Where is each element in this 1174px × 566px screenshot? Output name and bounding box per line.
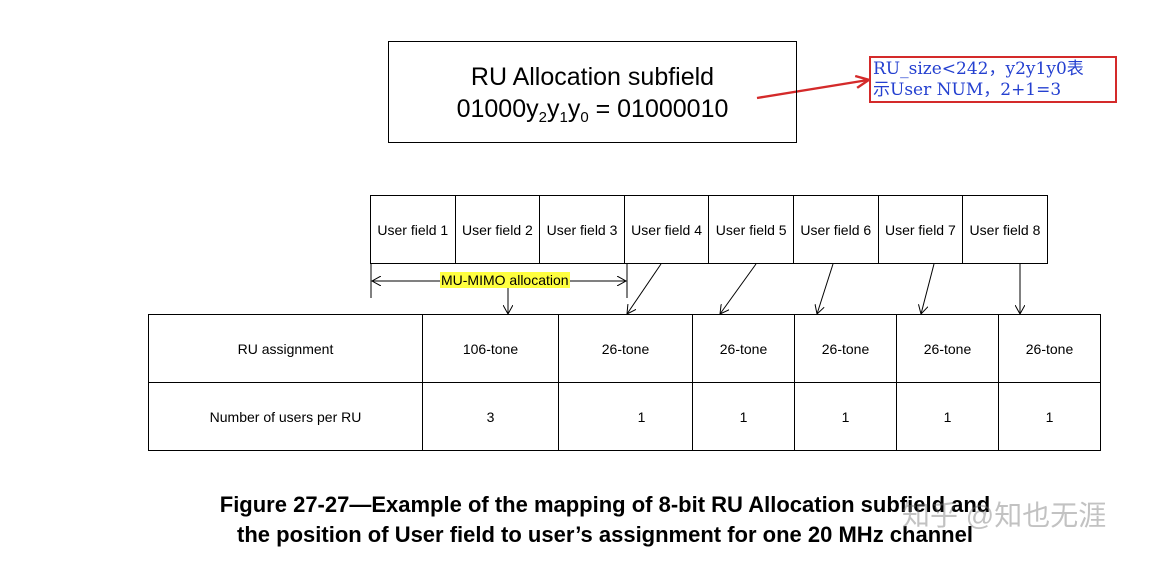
ru-assignment-header: RU assignment bbox=[148, 314, 423, 383]
user-field-1: User field 1 bbox=[370, 195, 456, 264]
caption-line-1: Figure 27-27—Example of the mapping of 8… bbox=[219, 492, 991, 517]
user-field-5: User field 5 bbox=[708, 195, 794, 264]
users-count-cell: 1 bbox=[794, 382, 897, 451]
ru-assignment-table: RU assignment 106-tone 26-tone 26-tone 2… bbox=[148, 314, 1101, 451]
users-count-cell: 1 bbox=[558, 382, 693, 451]
annotation-line-1: RU_size<242，y2y1y0表 bbox=[873, 59, 1084, 79]
map-arrow-user-field-5 bbox=[720, 263, 757, 314]
users-per-ru-row: Number of users per RU 3 1 1 1 1 1 bbox=[148, 382, 1101, 451]
annotation-note: RU_size<242，y2y1y0表 示User NUM，2+1=3 bbox=[869, 56, 1117, 103]
user-field-7: User field 7 bbox=[877, 195, 964, 264]
user-field-8: User field 8 bbox=[962, 195, 1048, 264]
map-arrow-user-field-4 bbox=[627, 263, 662, 314]
figure-caption: Figure 27-27—Example of the mapping of 8… bbox=[0, 490, 1174, 550]
ru-size-cell: 26-tone bbox=[998, 314, 1101, 383]
map-arrow-user-field-7 bbox=[921, 263, 935, 314]
ru-size-cell: 106-tone bbox=[422, 314, 559, 383]
ru-allocation-box: RU Allocation subfield 01000y2y1y0 = 010… bbox=[388, 41, 797, 143]
watermark: 知乎 @知也无涯 bbox=[902, 500, 1107, 531]
ru-size-cell: 26-tone bbox=[896, 314, 999, 383]
users-count-cell: 1 bbox=[692, 382, 795, 451]
caption-line-2: the position of User field to user’s ass… bbox=[237, 522, 973, 547]
user-field-4: User field 4 bbox=[623, 195, 710, 264]
ru-allocation-title: RU Allocation subfield bbox=[470, 63, 715, 91]
user-field-3: User field 3 bbox=[539, 195, 625, 264]
mu-mimo-allocation-label: MU-MIMO allocation bbox=[440, 272, 570, 288]
ru-allocation-formula: 01000y2y1y0 = 01000010 bbox=[456, 95, 729, 126]
ru-assignment-row: RU assignment 106-tone 26-tone 26-tone 2… bbox=[148, 314, 1101, 383]
user-field-row: User field 1 User field 2 User field 3 U… bbox=[370, 195, 1048, 264]
users-count-cell: 3 bbox=[422, 382, 559, 451]
annotation-line-2: 示User NUM，2+1=3 bbox=[873, 80, 1062, 100]
users-per-ru-header: Number of users per RU bbox=[148, 382, 423, 451]
note-arrow bbox=[756, 80, 868, 100]
ru-size-cell: 26-tone bbox=[692, 314, 795, 383]
users-count-cell: 1 bbox=[896, 382, 999, 451]
user-field-6: User field 6 bbox=[792, 195, 879, 264]
map-arrow-user-field-6 bbox=[817, 263, 834, 314]
user-field-2: User field 2 bbox=[454, 195, 541, 264]
users-count-cell: 1 bbox=[998, 382, 1101, 451]
ru-size-cell: 26-tone bbox=[794, 314, 897, 383]
ru-size-cell: 26-tone bbox=[558, 314, 693, 383]
